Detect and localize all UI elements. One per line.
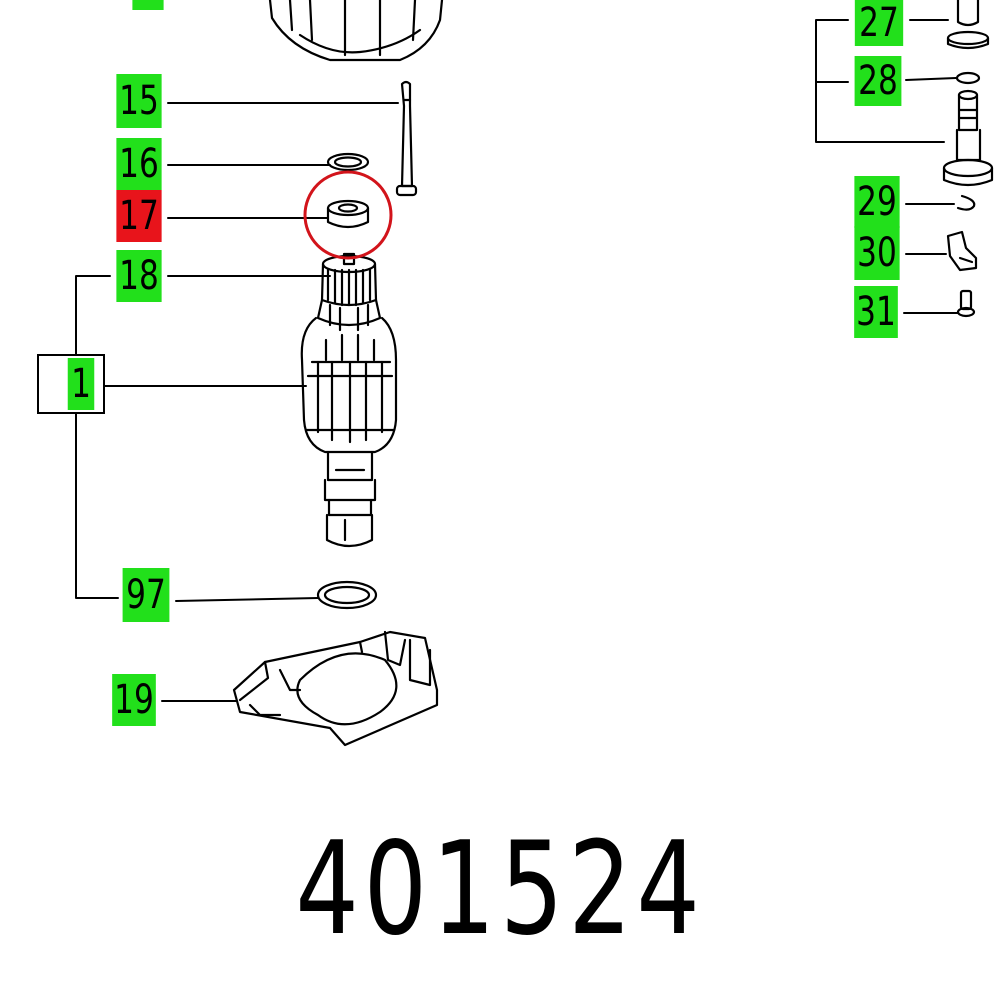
part-28-assembly: [942, 71, 994, 187]
part-31-screw: [956, 289, 976, 318]
label-1[interactable]: 1: [67, 358, 95, 410]
motor-housing-top: [268, 0, 444, 62]
label-15[interactable]: 15: [116, 74, 162, 128]
part-19-base-plate: [232, 630, 439, 747]
label-top-partial[interactable]: [132, 0, 164, 10]
label-29[interactable]: 29: [854, 176, 900, 228]
label-19[interactable]: 19: [112, 674, 156, 726]
label-97[interactable]: 97: [122, 568, 170, 622]
label-28[interactable]: 28: [854, 56, 902, 106]
highlight-circle: [303, 170, 393, 260]
armature-rotor: [300, 252, 398, 548]
label-18[interactable]: 18: [116, 250, 162, 302]
label-30[interactable]: 30: [854, 226, 900, 280]
part-97-washer: [316, 580, 378, 610]
part-17-bearing: [326, 199, 370, 229]
part-number: 401524: [295, 815, 705, 964]
leader-lines: [75, 19, 959, 702]
part-29-clip: [956, 194, 976, 211]
label-31[interactable]: 31: [854, 286, 898, 338]
part-30-bracket: [946, 230, 978, 272]
label-27[interactable]: 27: [854, 0, 904, 46]
part-27-pin: [946, 0, 990, 50]
label-17-highlighted[interactable]: 17: [116, 190, 162, 242]
part-15-pin: [395, 80, 418, 197]
part-16-washer: [326, 152, 370, 172]
label-16[interactable]: 16: [116, 138, 162, 190]
